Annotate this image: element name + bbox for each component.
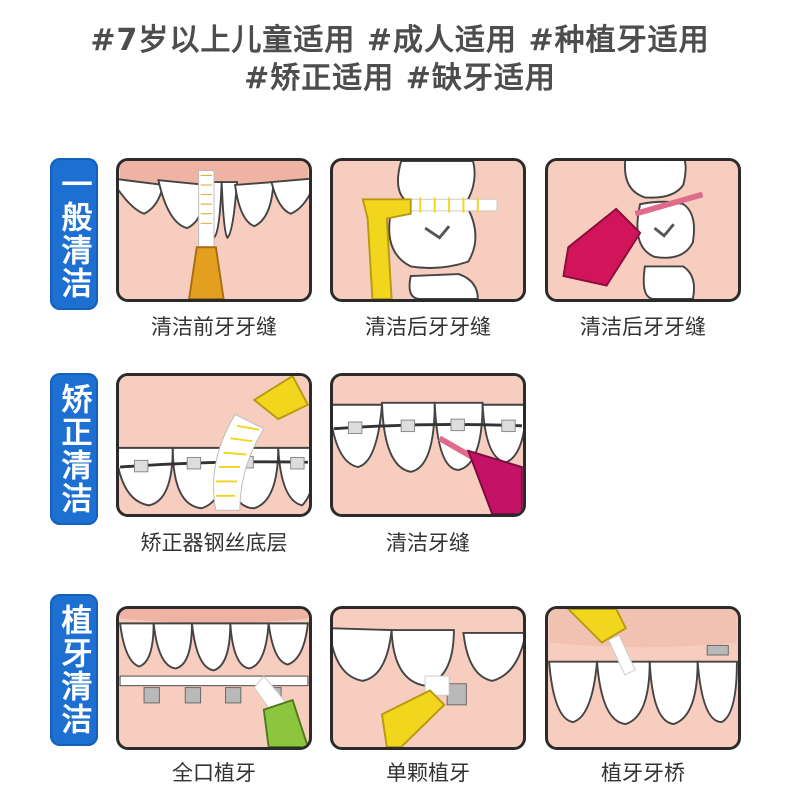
panel-implant-bridge bbox=[545, 606, 741, 750]
panel-caption: 植牙牙桥 bbox=[601, 761, 685, 785]
header-line-1: #7岁以上儿童适用 #成人适用 #种植牙适用 bbox=[90, 23, 710, 58]
section-label: 植牙清洁 bbox=[55, 604, 92, 736]
header-line-2: #矫正适用 #缺牙适用 bbox=[244, 61, 556, 96]
panel-braces-gap bbox=[330, 373, 526, 517]
panel-full-implant bbox=[116, 606, 312, 750]
panel-caption: 单颗植牙 bbox=[386, 761, 470, 785]
panel-caption: 清洁后牙牙缝 bbox=[580, 315, 706, 339]
braces-wire-brush-icon bbox=[119, 376, 309, 514]
panel-caption: 清洁牙缝 bbox=[386, 531, 470, 555]
panel-caption: 清洁前牙牙缝 bbox=[151, 315, 277, 339]
braces-gap-brush-icon bbox=[333, 376, 523, 514]
single-implant-icon bbox=[333, 609, 523, 747]
panel-caption: 清洁后牙牙缝 bbox=[365, 315, 491, 339]
header: #7岁以上儿童适用 #成人适用 #种植牙适用 #矫正适用 #缺牙适用 bbox=[0, 22, 800, 98]
section-tab-implant: 植牙清洁 bbox=[50, 594, 98, 746]
section-tab-orthodontic: 矫正清洁 bbox=[50, 373, 98, 525]
panel-molar-pink bbox=[545, 158, 741, 302]
molar-brush-yellow-icon bbox=[334, 161, 522, 299]
front-teeth-brush-icon bbox=[119, 161, 309, 299]
panel-molar-yellow bbox=[330, 158, 526, 302]
molar-brush-pink-icon bbox=[549, 161, 737, 299]
panel-caption: 矫正器钢丝底层 bbox=[140, 531, 288, 555]
panel-single-implant bbox=[330, 606, 526, 750]
implant-bridge-icon bbox=[548, 609, 738, 747]
section-tab-general: 一般清洁 bbox=[50, 158, 98, 310]
section-label: 一般清洁 bbox=[55, 168, 92, 300]
section-label: 矫正清洁 bbox=[55, 383, 92, 515]
panel-front-teeth bbox=[116, 158, 312, 302]
panel-caption: 全口植牙 bbox=[172, 761, 256, 785]
full-implant-icon bbox=[119, 609, 309, 747]
panel-braces-wire bbox=[116, 373, 312, 517]
